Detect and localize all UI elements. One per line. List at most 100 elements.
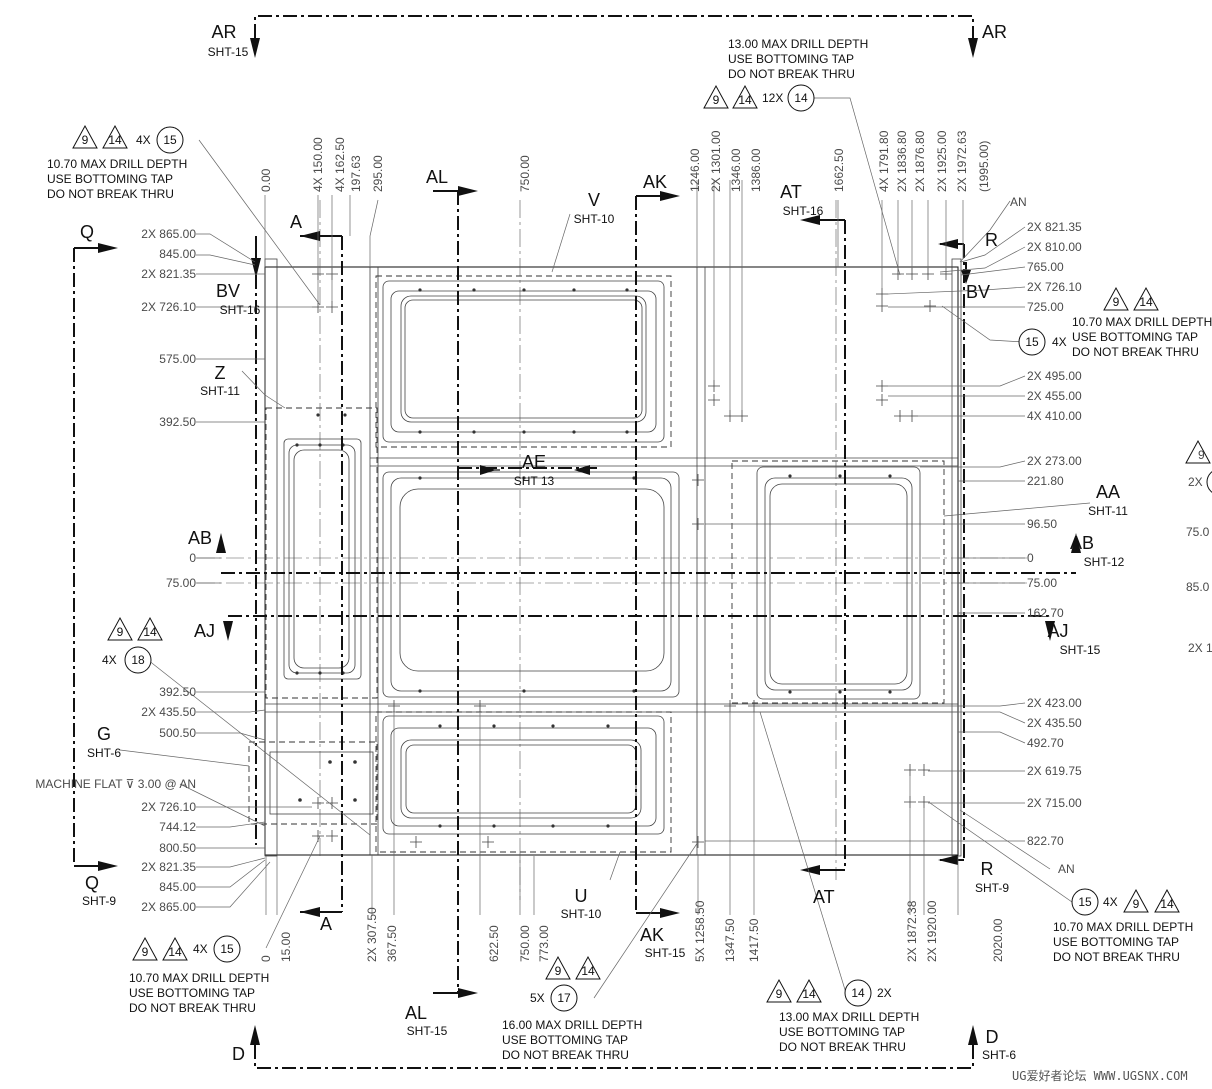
section-label-bv_l: BV (216, 281, 240, 301)
section-sheet-al_b: SHT-15 (407, 1024, 448, 1038)
bottom-dim-b6: 750.00 (518, 925, 532, 962)
top-dim-t7: 1246.00 (688, 148, 702, 192)
annotation-labels: ARSHT-15ARDDSHT-6QQSHT-9AABVSHT-16BVALAL… (35, 22, 1212, 1064)
callout-note-c_r1: USE BOTTOMING TAP (1072, 330, 1198, 344)
callout-note-c_tl: 10.70 MAX DRILL DEPTH (47, 157, 187, 171)
section-label-d_r: D (986, 1027, 999, 1047)
detail-label-aa: AA (1096, 482, 1120, 502)
detail-label-v: V (588, 190, 600, 210)
callout-note-c_b17: USE BOTTOMING TAP (502, 1033, 628, 1047)
section-sheet-ak_b: SHT-15 (645, 946, 686, 960)
right-dim-r8: 2X 455.00 (1027, 389, 1082, 403)
right-dim-r21: 822.70 (1027, 834, 1064, 848)
callout-tri-b-c_br: 14 (1160, 897, 1174, 911)
left-dim-l17: 845.00 (159, 880, 196, 894)
detail-sheet-ae: SHT 13 (514, 474, 555, 488)
section-label-ab_r: AB (1070, 533, 1094, 553)
callout-tri-a-c_b17: 9 (555, 964, 562, 978)
callout-num-c_b17: 17 (557, 991, 571, 1005)
callout-note-c_b17: DO NOT BREAK THRU (502, 1048, 629, 1062)
callout-tri-a-c_tl: 9 (82, 133, 89, 147)
callout-num-c_br: 15 (1078, 895, 1092, 909)
callout-tri-a-c_r1: 9 (1113, 295, 1120, 309)
edge-fragment-e5: 2X 1 (1188, 641, 1212, 655)
section-label-ak_b: AK (640, 925, 664, 945)
left-dim-l14: 744.12 (159, 820, 196, 834)
bottom-dim-b3: 2X 307.50 (365, 907, 379, 962)
left-dim-l2: 845.00 (159, 247, 196, 261)
right-dim-r11: 221.80 (1027, 474, 1064, 488)
section-sheet-ab_r: SHT-12 (1084, 555, 1125, 569)
right-dim-r16: 2X 423.00 (1027, 696, 1082, 710)
callout-qty-c_r1: 4X (1052, 335, 1067, 349)
edge-fragment-e2: 2X (1188, 475, 1203, 489)
callout-qty-c_l18: 4X (102, 653, 117, 667)
top-dim-t12: 4X 1791.80 (877, 130, 891, 192)
callout-note-c_b14: USE BOTTOMING TAP (779, 1025, 905, 1039)
section-label-bv_r: BV (966, 282, 990, 302)
section-label-at_b: AT (813, 887, 835, 907)
section-sheet-aj_r: SHT-15 (1060, 643, 1101, 657)
section-label-r_t: R (985, 230, 998, 250)
watermark: UG爱好者论坛 WWW.UGSNX.COM (1012, 1069, 1188, 1083)
detail-sheet-g: SHT-6 (87, 746, 121, 760)
bottom-dim-b9: 1347.50 (723, 918, 737, 962)
section-label-al_b: AL (405, 1003, 427, 1023)
callout-note-c_br: USE BOTTOMING TAP (1053, 935, 1179, 949)
callout-note-c_bl: DO NOT BREAK THRU (129, 1001, 256, 1015)
callout-note-c_br: DO NOT BREAK THRU (1053, 950, 1180, 964)
right-dim-r3: 2X 810.00 (1027, 240, 1082, 254)
callout-tri-b-c_l18: 14 (143, 625, 157, 639)
section-label-q_t: Q (80, 222, 94, 242)
right-dim-r7: 2X 495.00 (1027, 369, 1082, 383)
left-dim-l12: MACHINE FLAT ⊽ 3.00 @ AN (35, 777, 196, 791)
callout-note-c_tl: USE BOTTOMING TAP (47, 172, 173, 186)
callout-qty-c_bl: 4X (193, 942, 208, 956)
right-dim-r1: AN (1010, 195, 1027, 209)
section-label-ar_r: AR (982, 22, 1007, 42)
top-dim-t1: 0.00 (259, 168, 273, 192)
detail-sheet-z: SHT-11 (200, 384, 240, 398)
callout-note-c_bl: 10.70 MAX DRILL DEPTH (129, 971, 269, 985)
callout-note-c_b14: 13.00 MAX DRILL DEPTH (779, 1010, 919, 1024)
section-lines (73, 15, 1076, 1069)
bottom-dim-b8: 5X 1258.50 (693, 900, 707, 962)
bottom-dim-b12: 2X 1920.00 (925, 900, 939, 962)
detail-label-g: G (97, 724, 111, 744)
top-dim-t6: 750.00 (518, 155, 532, 192)
callout-note-c_tl: DO NOT BREAK THRU (47, 187, 174, 201)
callout-tri-b-c_r1: 14 (1139, 295, 1153, 309)
callout-note-c_b14: DO NOT BREAK THRU (779, 1040, 906, 1054)
right-dim-r9: 4X 410.00 (1027, 409, 1082, 423)
callout-note-c_bl: USE BOTTOMING TAP (129, 986, 255, 1000)
right-dim-r2: 2X 821.35 (1027, 220, 1082, 234)
callout-note-c_tr: 13.00 MAX DRILL DEPTH (728, 37, 868, 51)
detail-sheet-u: SHT-10 (561, 907, 602, 921)
section-label-d_l: D (232, 1044, 245, 1064)
callout-tri-b-c_b14: 14 (802, 987, 816, 1001)
detail-sheet-v: SHT-10 (574, 212, 615, 226)
left-dim-l4: 2X 726.10 (141, 300, 196, 314)
left-dim-l1: 2X 865.00 (141, 227, 196, 241)
section-arrows (74, 38, 1081, 1045)
section-sheet-at_t: SHT-16 (783, 204, 824, 218)
section-sheet-r_b: SHT-9 (975, 881, 1009, 895)
detail-label-u: U (575, 886, 588, 906)
top-dim-t10: 1386.00 (749, 148, 763, 192)
top-dim-t5: 295.00 (371, 155, 385, 192)
callout-note-c_br: 10.70 MAX DRILL DEPTH (1053, 920, 1193, 934)
right-dim-r17: 2X 435.50 (1027, 716, 1082, 730)
section-sheet-d_r: SHT-6 (982, 1048, 1016, 1062)
bottom-dim-b13: 2020.00 (991, 918, 1005, 962)
detail-label-z: Z (215, 363, 226, 383)
right-dim-r20: 2X 715.00 (1027, 796, 1082, 810)
right-dim-r4: 765.00 (1027, 260, 1064, 274)
section-label-q_b: Q (85, 873, 99, 893)
part-geometry (197, 200, 1030, 900)
section-label-aj_r: AJ (1047, 621, 1068, 641)
right-dim-r15: 162.70 (1027, 606, 1064, 620)
left-dim-l10: 2X 435.50 (141, 705, 196, 719)
detail-label-ae: AE (522, 452, 546, 472)
callout-qty-c_b14: 2X (877, 986, 892, 1000)
